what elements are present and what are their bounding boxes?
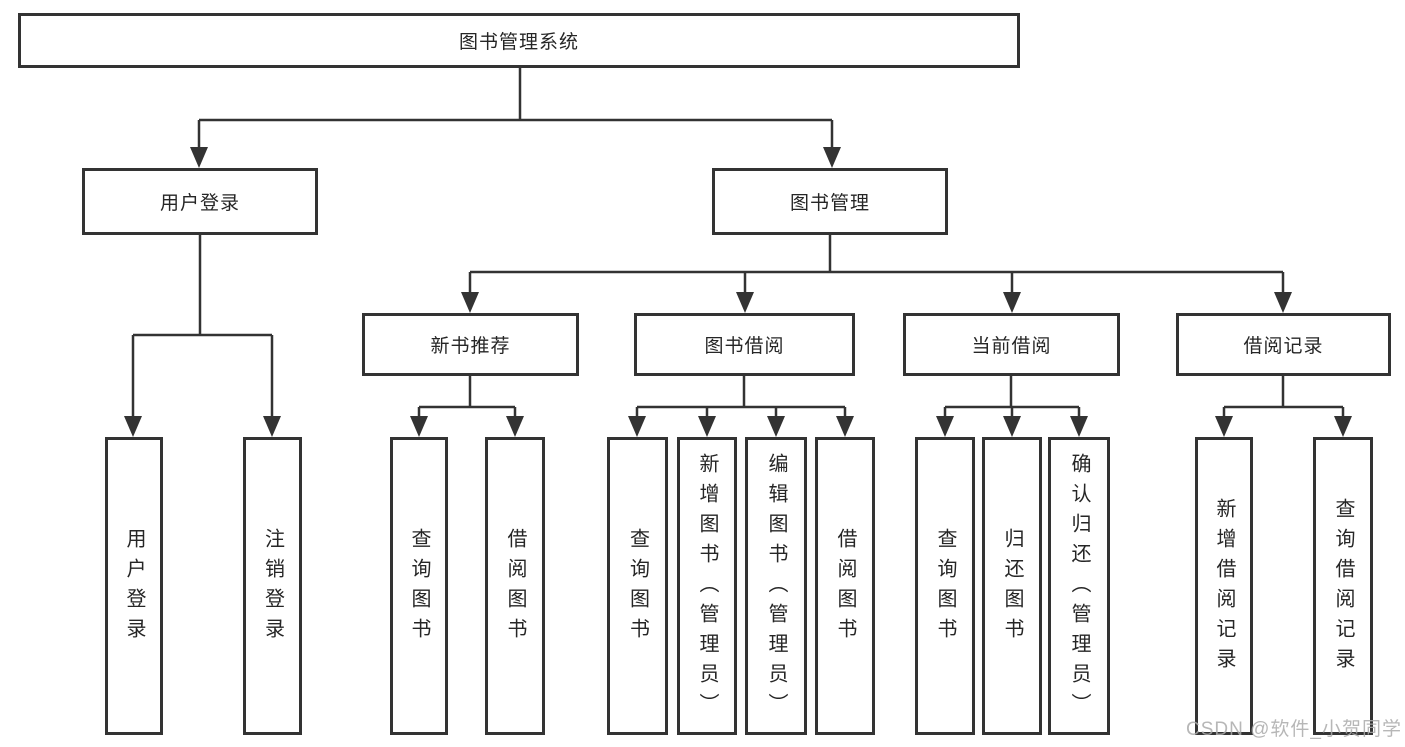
arrowheads-user-login-leaves [124, 416, 281, 437]
leaf-logout-login: 注销登录 [243, 437, 302, 735]
leaf-query-books-current: 查询图书 [915, 437, 975, 735]
leaf-edit-books-admin: 编辑图书（管理员） [745, 437, 807, 735]
arrowheads-level3 [461, 292, 1292, 313]
node-book-borrowing: 图书借阅 [634, 313, 855, 376]
node-new-book-recommend: 新书推荐 [362, 313, 579, 376]
leaf-query-books-borrowing: 查询图书 [607, 437, 668, 735]
csdn-watermark: CSDN @软件_小贺同学 [1186, 719, 1402, 740]
connector-book-management-to-level3 [468, 235, 1285, 295]
arrowheads-new-book-recommend-leaves [410, 416, 524, 437]
connector-new-book-recommend-leaves [417, 375, 517, 420]
connector-user-login-to-leaves [131, 235, 274, 419]
connector-book-borrowing-leaves [635, 375, 847, 420]
connector-borrowing-records-leaves [1222, 375, 1345, 420]
node-root-library-system: 图书管理系统 [18, 13, 1020, 68]
connector-current-borrowing-leaves [943, 375, 1081, 420]
leaf-add-books-admin: 新增图书（管理员） [677, 437, 737, 735]
arrowheads-book-borrowing-leaves [628, 416, 854, 437]
node-user-login: 用户登录 [82, 168, 318, 235]
leaf-borrow-books-recommend: 借阅图书 [485, 437, 545, 735]
node-current-borrowing: 当前借阅 [903, 313, 1120, 376]
leaf-add-borrow-record: 新增借阅记录 [1195, 437, 1253, 735]
connector-root-to-level2 [197, 68, 834, 150]
arrowheads-borrowing-records-leaves [1215, 416, 1352, 437]
leaf-query-borrow-record: 查询借阅记录 [1313, 437, 1373, 735]
leaf-return-books: 归还图书 [982, 437, 1042, 735]
node-book-management: 图书管理 [712, 168, 948, 235]
node-borrowing-records: 借阅记录 [1176, 313, 1391, 376]
arrowheads-level2 [190, 147, 841, 168]
leaf-query-books-recommend: 查询图书 [390, 437, 448, 735]
arrowheads-current-borrowing-leaves [936, 416, 1088, 437]
leaf-borrow-books-borrowing: 借阅图书 [815, 437, 875, 735]
leaf-confirm-return-admin: 确认归还（管理员） [1048, 437, 1110, 735]
leaf-user-login: 用户登录 [105, 437, 163, 735]
